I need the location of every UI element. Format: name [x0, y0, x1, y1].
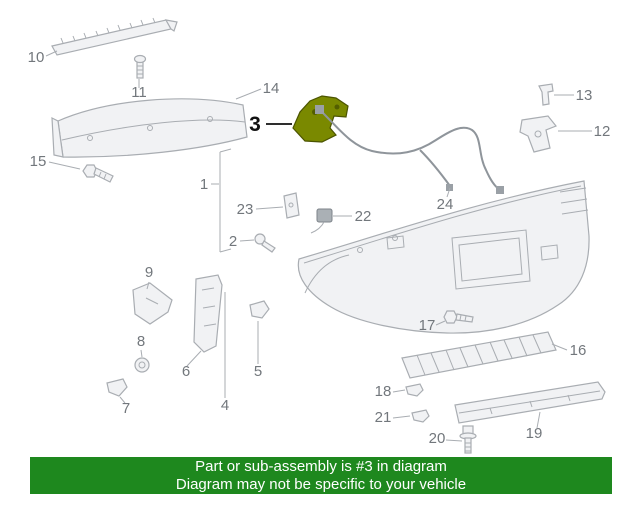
callout-number-14: 14 — [263, 80, 280, 97]
part-13-clip — [538, 83, 554, 106]
callout-leader-15 — [48, 161, 81, 170]
part-16-diffuser — [401, 331, 557, 379]
part-15-bolt — [82, 164, 114, 183]
callout-leader-9 — [146, 281, 150, 290]
part-3-body — [292, 95, 349, 143]
part-10-step-pad — [51, 17, 178, 56]
callout-leader-19 — [536, 411, 541, 429]
part-2-bolt — [254, 233, 276, 253]
part-12-bracket — [519, 115, 557, 153]
callout-number-2: 2 — [229, 233, 237, 250]
part-24-wiring-harness — [315, 105, 504, 194]
part-3-bracket-highlighted — [292, 95, 349, 143]
callout-leader-14 — [235, 88, 262, 100]
highlight-banner: Part or sub-assembly is #3 in diagram Di… — [30, 457, 612, 494]
callout-number-13: 13 — [576, 87, 593, 104]
callout-leader-17 — [435, 320, 446, 326]
banner-line1: Part or sub-assembly is #3 in diagram — [195, 457, 447, 475]
callout-number-4: 4 — [221, 397, 229, 414]
callout-number-5: 5 — [254, 363, 262, 380]
callout-number-22: 22 — [355, 208, 372, 225]
reference-line-part-1 — [219, 148, 232, 253]
callout-leader-7 — [119, 396, 126, 404]
callout-number-3: 3 — [249, 113, 261, 136]
part-14-impact-bar — [51, 98, 248, 158]
callout-number-10: 10 — [28, 49, 45, 66]
part-19-lower-molding — [454, 381, 606, 424]
callout-leader-10 — [45, 50, 58, 57]
part-18-clip — [405, 383, 424, 397]
callout-number-16: 16 — [570, 342, 587, 359]
callout-leader-6 — [186, 350, 202, 367]
callout-number-18: 18 — [375, 383, 392, 400]
callout-number-19: 19 — [526, 425, 543, 442]
callout-leader-24 — [446, 187, 451, 198]
part-22-sensor — [310, 208, 333, 234]
part-20-bolt — [459, 425, 477, 454]
part-9-bracket — [132, 282, 173, 325]
part-23-plate — [283, 192, 300, 219]
callout-number-6: 6 — [182, 363, 190, 380]
callout-number-17: 17 — [419, 317, 436, 334]
callout-leader-23 — [255, 206, 284, 210]
part-5-clip — [249, 300, 270, 319]
part-8-grommet — [134, 357, 150, 373]
callout-number-23: 23 — [237, 201, 254, 218]
part-17-bolt — [443, 310, 474, 324]
callout-leader-8 — [140, 349, 143, 358]
part-1-bumper-cover — [297, 180, 590, 334]
part-11-screw — [133, 54, 147, 79]
callout-number-12: 12 — [594, 123, 611, 140]
callout-number-15: 15 — [30, 153, 47, 170]
callout-number-9: 9 — [145, 264, 153, 281]
callout-number-11: 11 — [131, 84, 147, 101]
callout-leader-21 — [392, 415, 411, 419]
callout-leader-2 — [239, 239, 255, 242]
callout-number-7: 7 — [122, 400, 130, 417]
callout-number-21: 21 — [375, 409, 392, 426]
callout-number-1: 1 — [200, 176, 208, 193]
callout-leader-20 — [445, 439, 463, 442]
part-6-bracket — [193, 274, 223, 353]
callout-number-8: 8 — [137, 333, 145, 350]
banner-line2: Diagram may not be specific to your vehi… — [175, 475, 467, 493]
callout-leader-18 — [392, 389, 406, 393]
part-21-clip — [411, 409, 430, 423]
callout-number-24: 24 — [437, 196, 454, 213]
callout-leader-16 — [551, 343, 568, 351]
part-7-clip — [106, 378, 128, 397]
callout-number-20: 20 — [429, 430, 446, 447]
parts-layer — [51, 17, 606, 454]
